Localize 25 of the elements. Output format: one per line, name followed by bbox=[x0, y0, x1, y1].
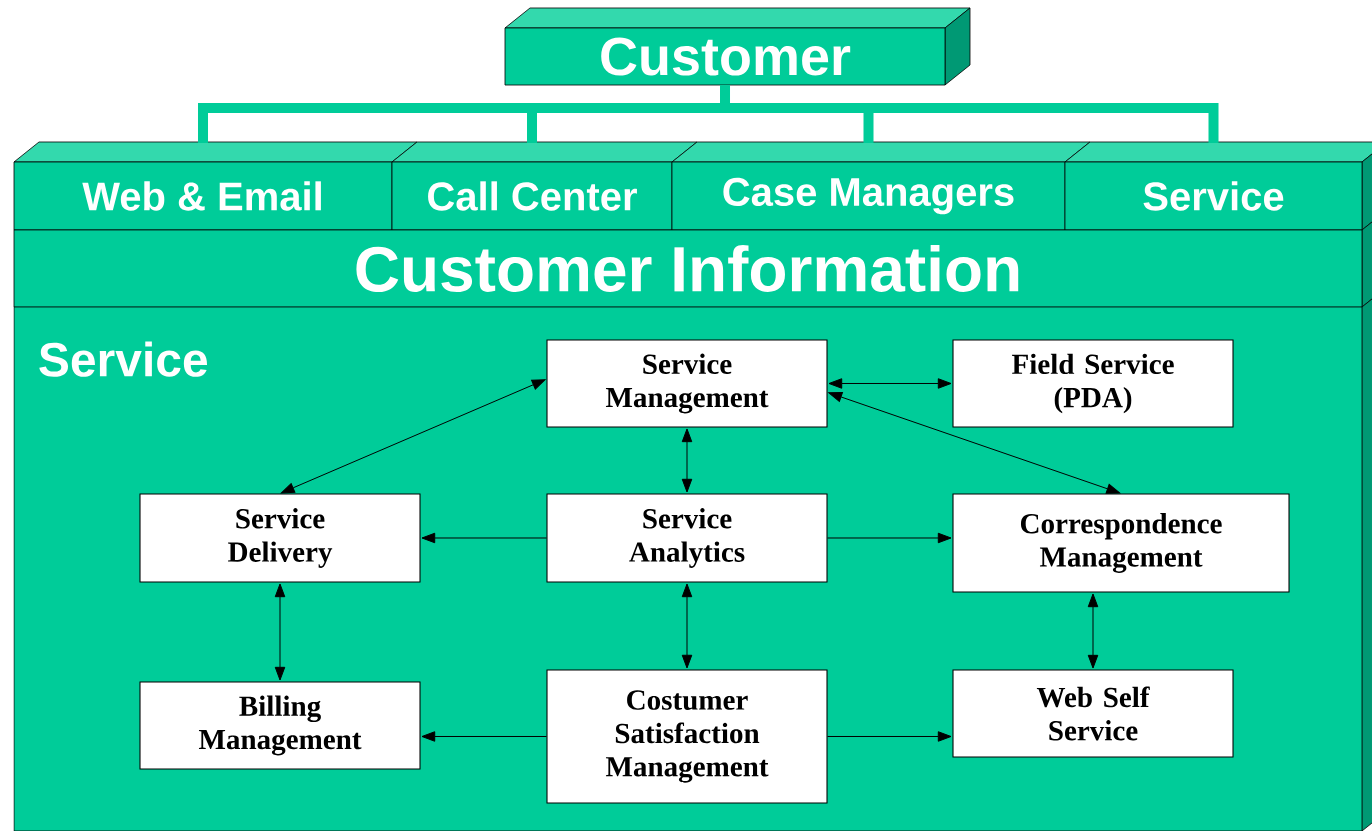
process-box: Service Analytics bbox=[546, 493, 828, 583]
arrow bbox=[827, 532, 952, 544]
tab-block: Web & Email bbox=[13, 141, 418, 231]
arrow bbox=[280, 379, 546, 494]
tab-block: Case Managers bbox=[671, 141, 1091, 231]
process-box: Service Delivery bbox=[139, 493, 421, 583]
process-box: Billing Management bbox=[139, 681, 421, 770]
process-box: Correspondence Management bbox=[952, 493, 1290, 593]
arrow bbox=[274, 583, 286, 681]
connector-line bbox=[720, 85, 1219, 143]
arrow bbox=[827, 731, 952, 742]
arrow bbox=[421, 532, 547, 544]
process-box: Costumer Satisfaction Management bbox=[546, 669, 828, 804]
block: Customer bbox=[504, 7, 971, 86]
arrow bbox=[681, 583, 693, 669]
arrow bbox=[681, 428, 693, 493]
process-box: Service Management bbox=[546, 339, 828, 428]
process-box: Web Self Service bbox=[952, 669, 1234, 758]
arrow bbox=[1087, 593, 1099, 669]
arrow bbox=[828, 391, 1121, 494]
tab-block: Service bbox=[1064, 141, 1372, 231]
arrow bbox=[828, 378, 952, 389]
process-box: Field Service (PDA) bbox=[952, 339, 1234, 428]
tab-block: Call Center bbox=[391, 141, 698, 231]
arrow bbox=[421, 731, 547, 742]
